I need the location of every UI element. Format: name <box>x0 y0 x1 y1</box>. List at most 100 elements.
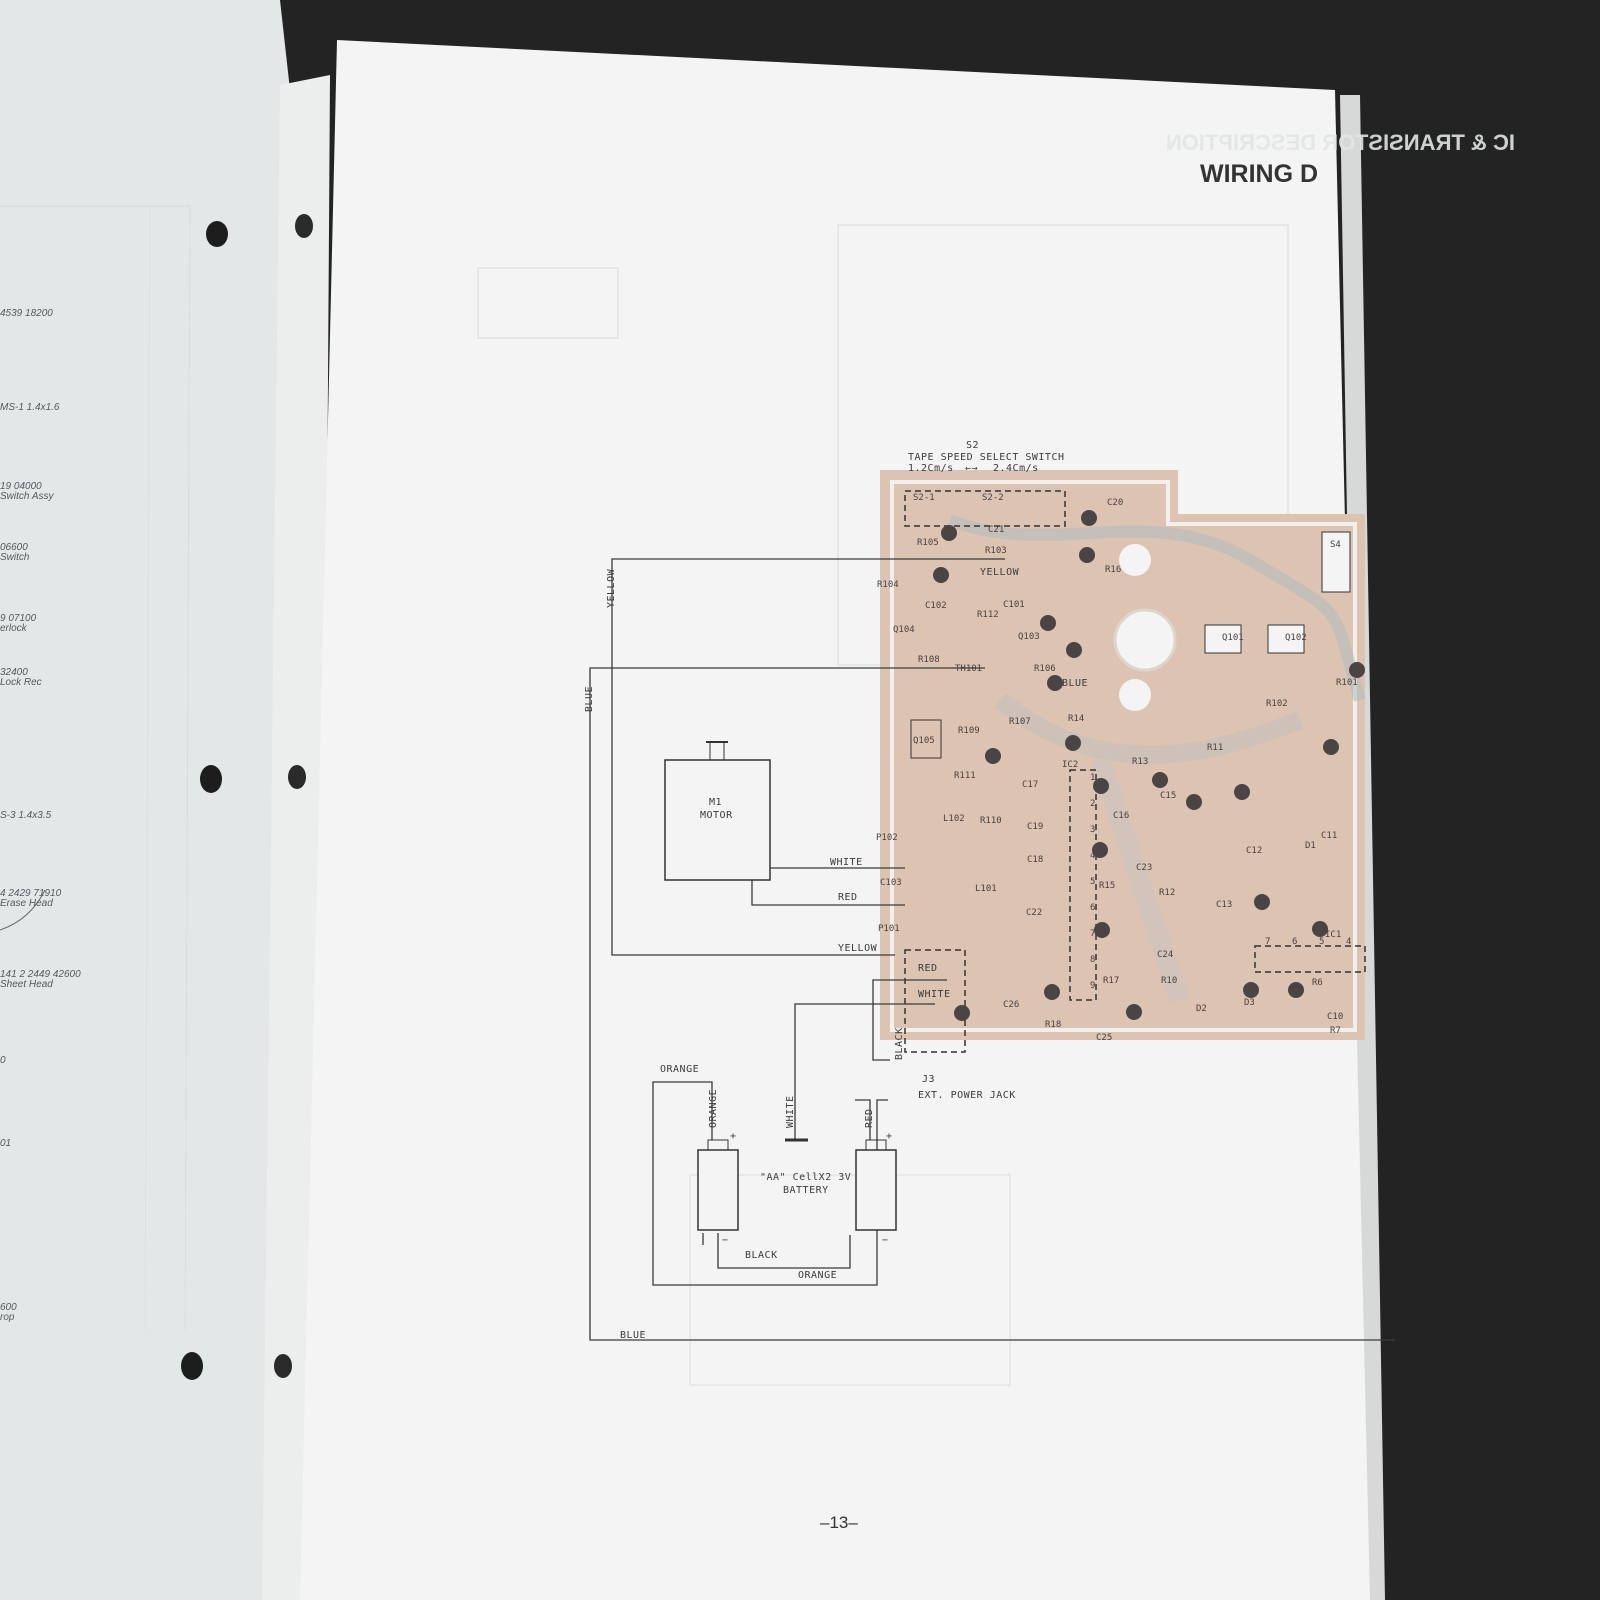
wire-labels: YELLOW BLUE YELLOW BLUE WHITE RED YELLOW… <box>584 567 1088 1341</box>
component-label: R112 <box>977 610 999 620</box>
ic1-pin-number: 5 <box>1319 937 1324 947</box>
ic1-pin-number: 7 <box>1265 937 1270 947</box>
component-label: R16 <box>1105 565 1121 575</box>
svg-text:−: − <box>722 1235 729 1246</box>
part-note: Lock Rec <box>0 677 42 688</box>
component-label: P101 <box>878 924 900 934</box>
component-label: C18 <box>1027 855 1043 865</box>
component-label: R110 <box>980 816 1002 826</box>
component-label: R105 <box>917 538 939 548</box>
ic2-pin-number: 1 <box>1090 773 1095 783</box>
pcb-board <box>880 470 1366 1053</box>
part-note: 4539 18200 <box>0 308 53 319</box>
part-note: 32400 <box>0 667 28 678</box>
part-note: 600 <box>0 1302 17 1313</box>
battery-label: "AA" CellX2 3V <box>760 1172 851 1183</box>
wire-label: YELLOW <box>980 567 1020 578</box>
component-label: R108 <box>918 655 940 665</box>
wire-label: BLACK <box>745 1250 778 1261</box>
component-label: R12 <box>1159 888 1175 898</box>
binder-holes <box>181 214 313 1380</box>
component-label: D1 <box>1305 841 1316 851</box>
left-page-notes: 4539 18200 MS-1 1.4x1.6 19 04000 Switch … <box>0 308 81 1323</box>
component-label: C10 <box>1327 1012 1343 1022</box>
part-note: 141 2 2449 42600 <box>0 969 81 980</box>
wire-label: WHITE <box>918 989 951 1000</box>
component-label: C26 <box>1003 1000 1019 1010</box>
part-note: 0 <box>0 1055 6 1066</box>
switch-title: TAPE SPEED SELECT SWITCH <box>908 452 1065 463</box>
component-label: C103 <box>880 878 902 888</box>
battery-label-2: BATTERY <box>783 1185 829 1196</box>
component-label: C19 <box>1027 822 1043 832</box>
component-label: D2 <box>1196 1004 1207 1014</box>
ic1-pin-number: 4 <box>1346 937 1351 947</box>
motor-m1: M1 MOTOR <box>664 741 771 881</box>
component-label: P102 <box>876 833 898 843</box>
jack-label: EXT. POWER JACK <box>918 1090 1016 1101</box>
left-page-parts-table <box>0 205 191 1331</box>
component-label: L102 <box>943 814 965 824</box>
wire-label: BLUE <box>620 1330 646 1341</box>
part-note: MS-1 1.4x1.6 <box>0 402 60 413</box>
component-label: C17 <box>1022 780 1038 790</box>
switch-label: S2 TAPE SPEED SELECT SWITCH 1.2Cm/s ←→ 2… <box>908 440 1065 474</box>
component-label: IC1 <box>1325 930 1341 940</box>
wire-label: ORANGE <box>660 1064 699 1075</box>
component-label: C102 <box>925 601 947 611</box>
component-label: Q104 <box>893 625 915 635</box>
svg-text:+: + <box>730 1131 737 1142</box>
ghost-heading: IC & TRANSISTOR DESCRIPTION <box>1166 130 1515 155</box>
component-label: C16 <box>1113 811 1129 821</box>
svg-text:−: − <box>882 1235 889 1246</box>
component-label: TH101 <box>955 664 982 674</box>
speed-arrow: ←→ <box>965 463 978 474</box>
component-label: C24 <box>1157 950 1173 960</box>
part-note: 01 <box>0 1138 11 1149</box>
component-label: Q103 <box>1018 632 1040 642</box>
right-page <box>300 40 1370 1600</box>
component-label: Q105 <box>913 736 935 746</box>
svg-text:+: + <box>886 1131 893 1142</box>
wire-label: BLUE <box>1062 678 1088 689</box>
part-note: Sheet Head <box>0 979 53 990</box>
component-label: C22 <box>1026 908 1042 918</box>
part-note: Switch <box>0 552 30 563</box>
part-note: Erase Head <box>0 898 53 909</box>
part-note: 4 2429 71910 <box>0 888 62 899</box>
left-page <box>0 0 290 1600</box>
ic2-pin-number: 6 <box>1090 903 1095 913</box>
component-label: R14 <box>1068 714 1084 724</box>
part-note: 9 07100 <box>0 613 37 624</box>
component-label: R17 <box>1103 976 1119 986</box>
component-label: R106 <box>1034 664 1056 674</box>
ic2-pin-number: 3 <box>1090 825 1095 835</box>
motor-label: MOTOR <box>700 810 733 821</box>
jack-ref: J3 <box>922 1074 935 1085</box>
component-label: R13 <box>1132 757 1148 767</box>
wiring <box>589 558 1395 1341</box>
wire-label: ORANGE <box>798 1270 837 1281</box>
ic2-pin-number: 2 <box>1090 799 1095 809</box>
part-note: rop <box>0 1312 15 1323</box>
component-label: R101 <box>1336 678 1358 688</box>
switch-ref: S2 <box>966 440 979 451</box>
component-label: R11 <box>1207 743 1223 753</box>
part-note: 06600 <box>0 542 28 553</box>
wire-label: WHITE <box>830 857 863 868</box>
wire-label: ORANGE <box>708 1089 719 1128</box>
part-note: S-3 1.4x3.5 <box>0 810 52 821</box>
part-note: Switch Assy <box>0 491 55 502</box>
component-label: R18 <box>1045 1020 1061 1030</box>
ic2-pin-number: 8 <box>1090 955 1095 965</box>
component-label: C23 <box>1136 863 1152 873</box>
component-label: R109 <box>958 726 980 736</box>
component-label: R107 <box>1009 717 1031 727</box>
wire-label: WHITE <box>785 1095 796 1128</box>
ic1-pin-number: 6 <box>1292 937 1297 947</box>
component-label: Q102 <box>1285 633 1307 643</box>
component-label: R102 <box>1266 699 1288 709</box>
ic2-pin-number: 9 <box>1090 981 1095 991</box>
component-label: S2-2 <box>982 493 1004 503</box>
